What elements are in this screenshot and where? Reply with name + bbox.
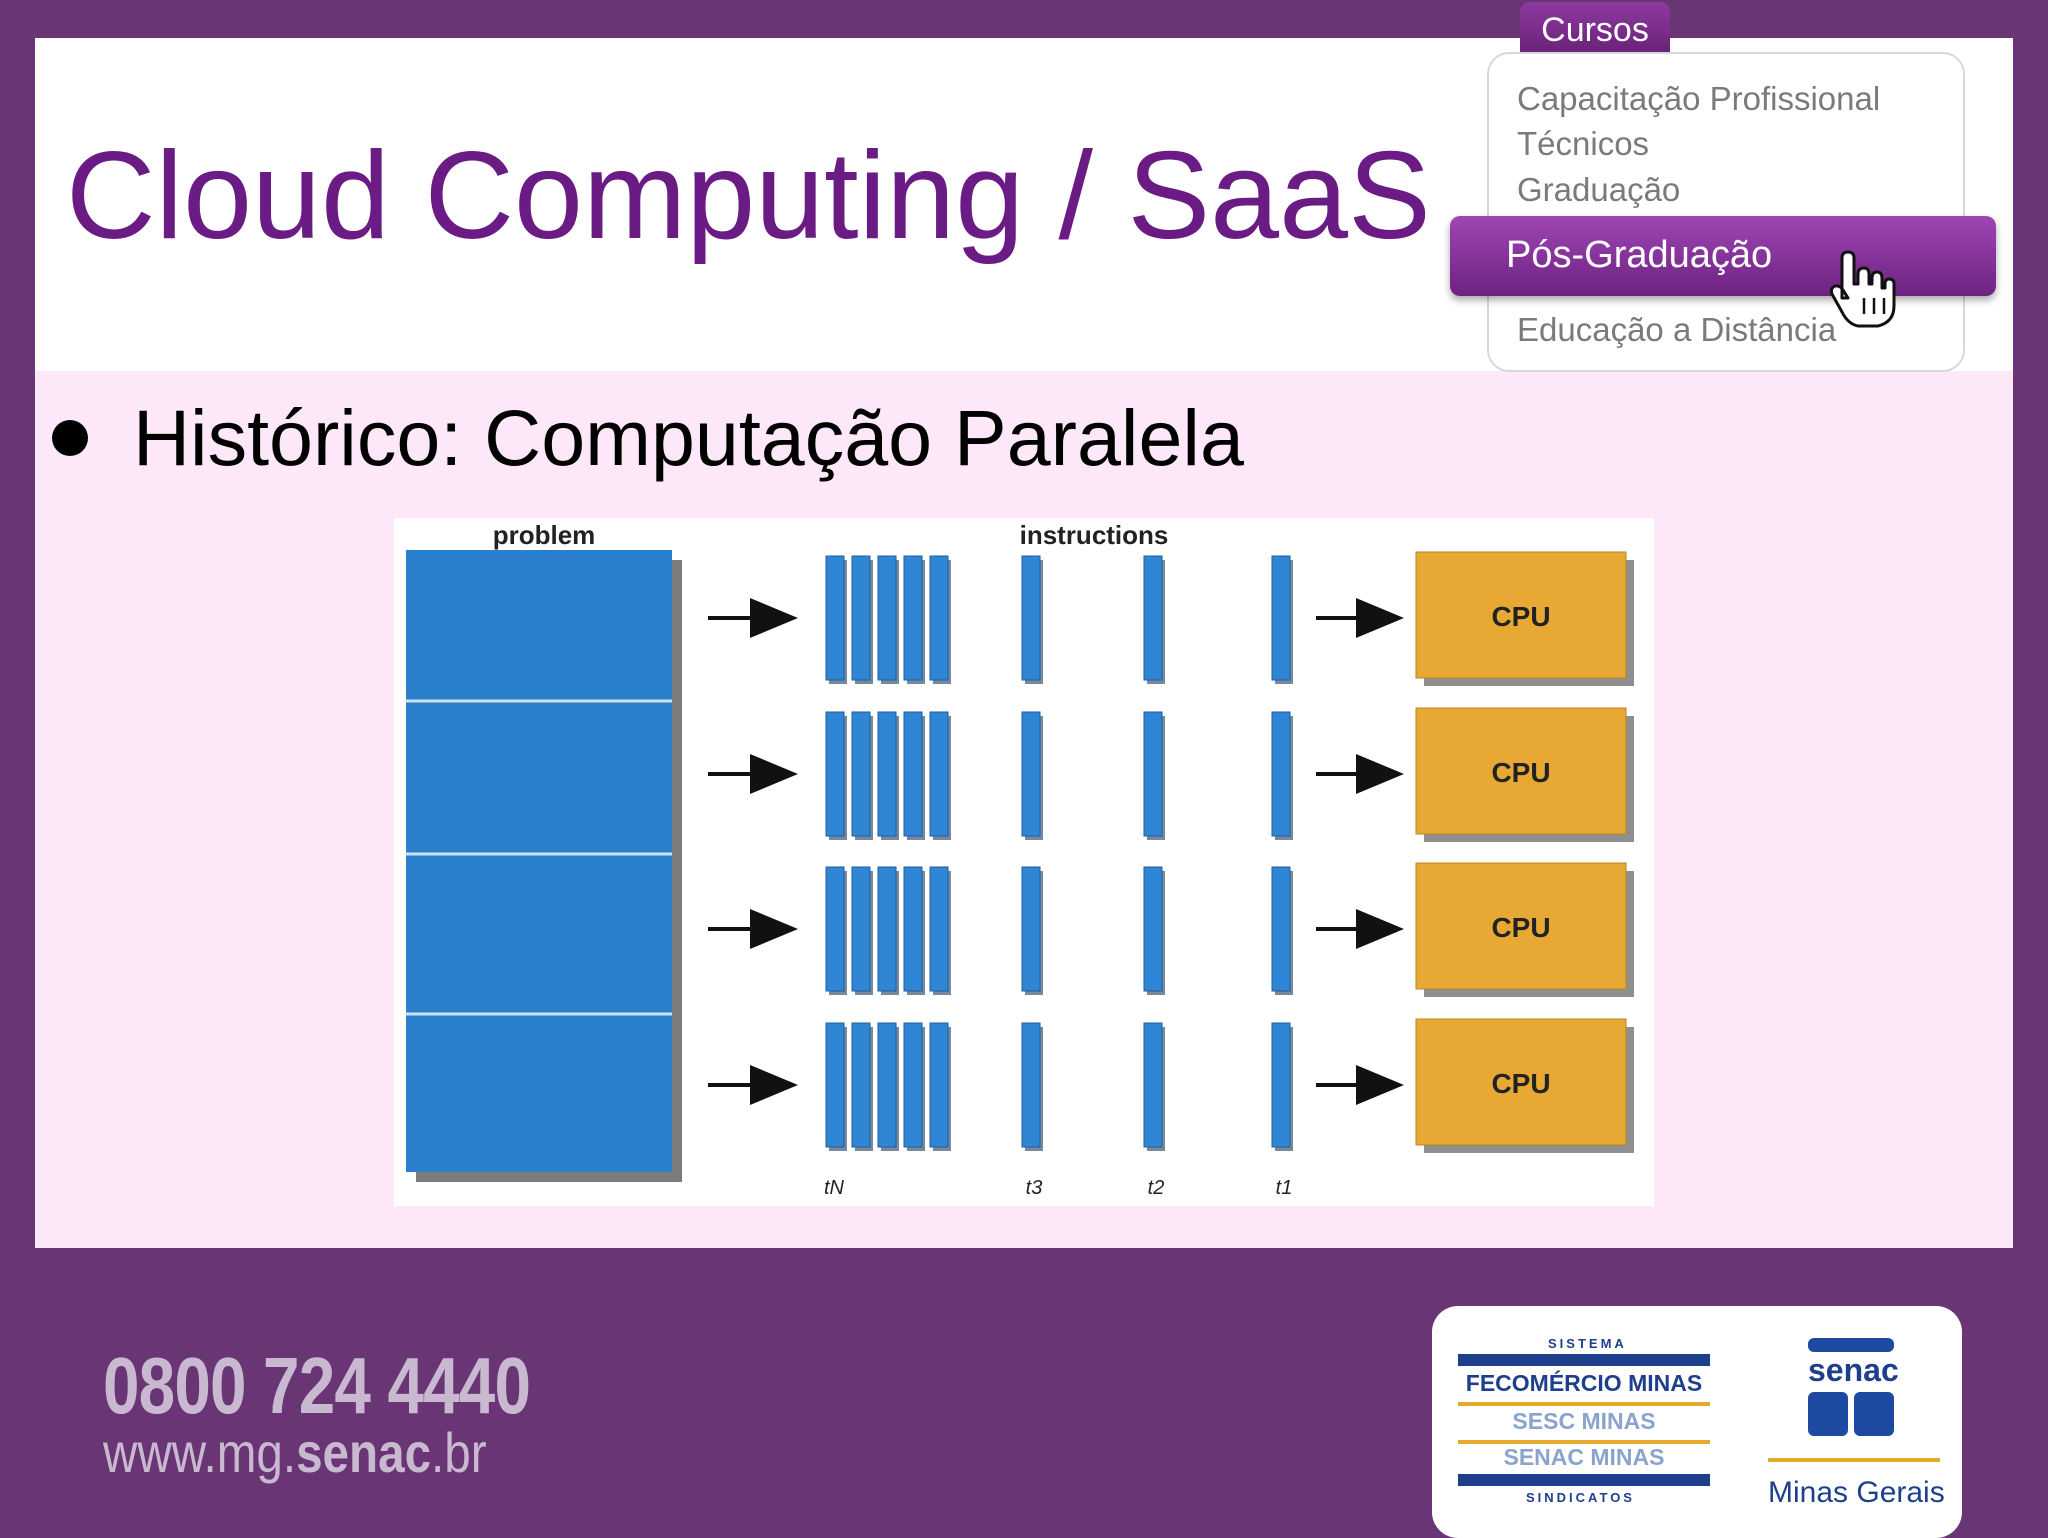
problem-label: problem [493,520,596,550]
logo-sistema: SISTEMA [1548,1336,1627,1351]
cpu-box [1415,1018,1627,1146]
phone-number: 0800 724 4440 [103,1341,531,1430]
senac-logo-text: senac [1808,1352,1899,1388]
slide-title: Cloud Computing / SaaS [66,127,1431,265]
instructions-label: instructions [1020,520,1169,550]
instruction-bar [1143,711,1163,837]
website-url[interactable]: www.mg.senac.br [103,1420,487,1485]
instruction-bar [1143,866,1163,992]
instruction-bar [851,711,871,837]
instruction-bar [929,866,949,992]
menu-item-capacitacao[interactable]: Capacitação Profissional [1517,80,1881,117]
instruction-bar [1021,555,1041,681]
cpu-label: CPU [1491,1068,1550,1099]
instruction-bar [1143,1022,1163,1148]
time-label-t1: t1 [1276,1177,1293,1199]
instruction-bar [825,866,845,992]
instruction-bar [1143,555,1163,681]
instruction-bar [903,711,923,837]
instruction-bar [1271,1022,1291,1148]
cpu-label: CPU [1491,601,1550,632]
url-suffix: .br [431,1421,487,1484]
senac-logo-bar [1808,1338,1894,1352]
instruction-bar [877,866,897,992]
hand-cursor-icon [1829,250,1896,328]
instruction-bar [929,711,949,837]
instruction-bar [877,555,897,681]
menu-item-tecnicos[interactable]: Técnicos [1517,125,1650,162]
instruction-bar [903,1022,923,1148]
time-label-t2: t2 [1148,1177,1165,1199]
instruction-bar [877,711,897,837]
time-label-t3: t3 [1026,1177,1043,1199]
logo-goldbar [1458,1402,1710,1406]
cpu-box [1415,707,1627,835]
menu-item-pos-graduacao-label[interactable]: Pós-Graduação [1506,234,1773,276]
instruction-bar [1271,555,1291,681]
senac-goldbar [1768,1458,1940,1462]
cpu-label: CPU [1491,757,1550,788]
menu-item-pos-graduacao[interactable] [1450,216,1996,296]
logo-sesc: SESC MINAS [1512,1408,1656,1434]
url-domain: senac [296,1421,432,1484]
instruction-bar [851,866,871,992]
time-label-tn: tN [824,1177,845,1199]
problem-block [406,550,672,1172]
menu-item-graduacao[interactable]: Graduação [1517,171,1681,208]
instruction-bar [825,711,845,837]
instruction-bar [929,555,949,681]
instruction-bar [1021,711,1041,837]
instruction-bar [929,1022,949,1148]
minas-gerais-label: Minas Gerais [1768,1476,1945,1509]
instruction-bar [851,555,871,681]
instruction-bar [1271,866,1291,992]
instruction-bar [1021,1022,1041,1148]
menu-item-educacao-distancia[interactable]: Educação a Distância [1517,311,1837,348]
bullet-icon [52,420,88,456]
instruction-bar [903,555,923,681]
logo-senac-minas: SENAC MINAS [1503,1444,1665,1470]
courses-menu-tab[interactable]: Cursos [1520,2,1670,52]
senac-logo-square [1854,1392,1894,1436]
instruction-bar [1021,866,1041,992]
logo-sindicatos: SINDICATOS [1526,1490,1635,1505]
logo-goldbar [1458,1440,1710,1444]
logo-fecomercio: FECOMÉRCIO MINAS [1465,1370,1703,1396]
senac-logo-square [1808,1392,1848,1436]
logo-bar [1458,1474,1710,1486]
cpu-box [1415,551,1627,679]
instruction-bar [851,1022,871,1148]
instruction-bar [825,555,845,681]
instruction-bar [825,1022,845,1148]
cpu-box [1415,862,1627,990]
bullet-text: Histórico: Computação Paralela [133,393,1244,482]
cpu-label: CPU [1491,912,1550,943]
url-prefix: www.mg. [103,1421,297,1484]
instruction-bar [1271,711,1291,837]
instruction-bar [903,866,923,992]
instruction-bar [877,1022,897,1148]
logo-bar [1458,1354,1710,1366]
